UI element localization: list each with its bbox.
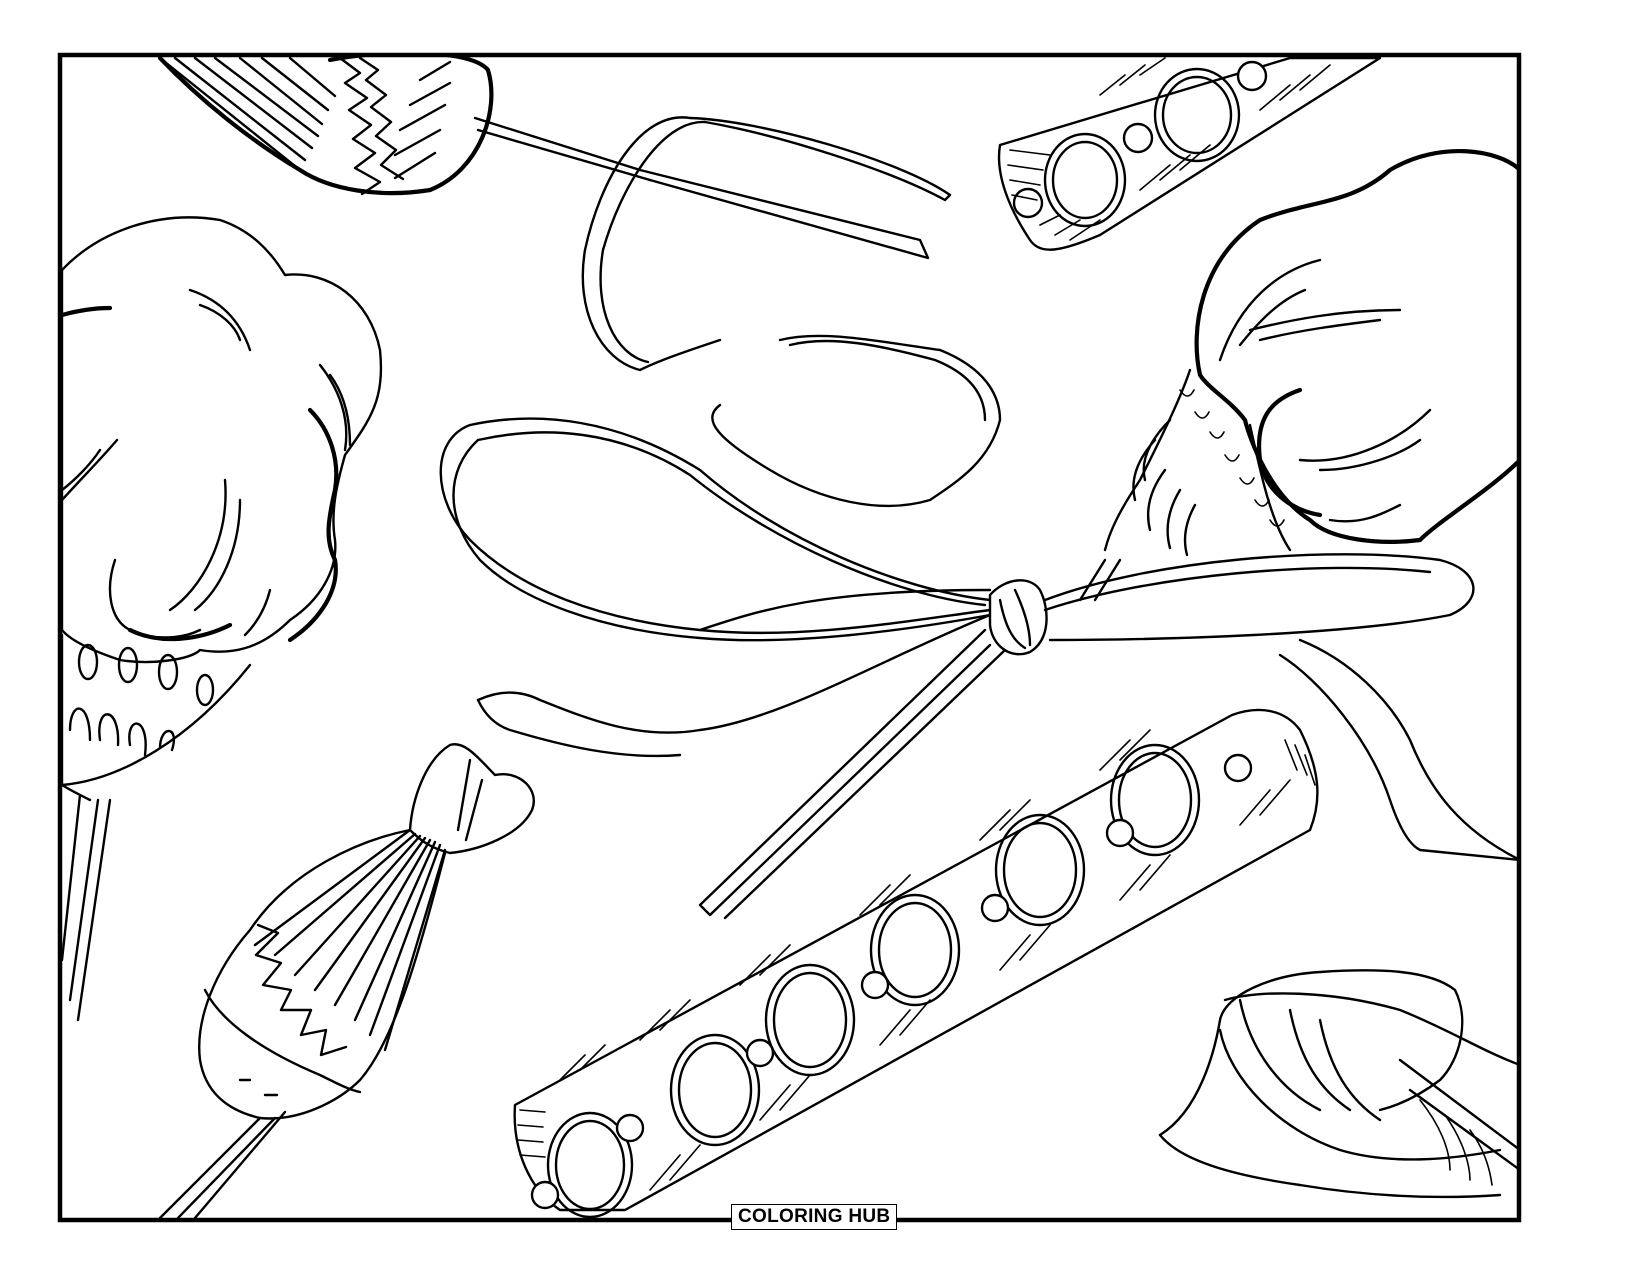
candy-stick-top-right bbox=[997, 57, 1382, 251]
candy-bar-center bbox=[513, 708, 1319, 1218]
wrapped-candy-bottom-right bbox=[1158, 969, 1517, 1199]
ribbon-bow-center bbox=[439, 417, 1517, 920]
wrapped-lollipop-bottom-left bbox=[158, 743, 535, 1218]
cotton-candy-left bbox=[62, 216, 383, 1022]
brand-label: COLORING HUB bbox=[731, 1204, 898, 1230]
ribbon-upper-loop bbox=[581, 116, 1002, 508]
cotton-candy-right bbox=[1078, 148, 1517, 602]
lollipop-top-left bbox=[157, 57, 930, 260]
